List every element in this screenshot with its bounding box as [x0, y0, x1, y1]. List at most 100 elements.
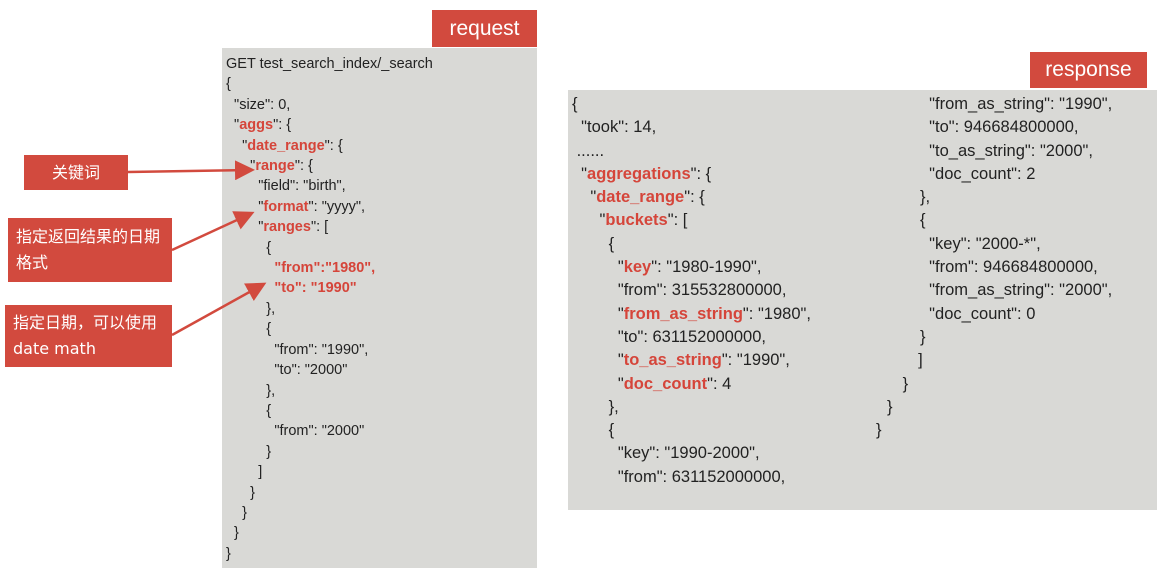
code-line: }: [226, 442, 433, 462]
code-text: {: [226, 76, 231, 93]
code-text: ": 4: [707, 374, 732, 393]
code-text: GET test_search_index/_search: [226, 56, 433, 72]
code-text: "doc_count": 0: [920, 304, 1036, 323]
code-line: "to": "2000": [226, 360, 433, 380]
code-line: },: [226, 381, 433, 401]
code-line: "key": "1990-2000",: [572, 442, 811, 465]
code-text: {: [572, 421, 615, 440]
request-label: request: [432, 10, 537, 47]
code-text: ": "1980-1990",: [651, 258, 762, 277]
code-text: "to_as_string": "2000",: [920, 141, 1093, 160]
code-line: "key": "2000-*",: [920, 233, 1112, 256]
code-text: },: [226, 300, 276, 317]
code-line: ......: [572, 140, 811, 163]
code-line: }: [226, 483, 433, 503]
code-text: {: [226, 402, 272, 419]
code-line: "size": 0,: [226, 95, 433, 115]
code-keyword: from_as_string: [623, 304, 743, 323]
code-text: ​ ]: [909, 351, 923, 370]
code-keyword: aggregations: [587, 164, 691, 183]
code-line: "from":"1980",: [226, 258, 433, 278]
code-text: ": [572, 351, 624, 370]
code-line: {: [226, 238, 433, 258]
code-line: {: [226, 319, 433, 339]
code-text: "from": 315532800000,: [572, 281, 787, 300]
code-line: "aggregations": {: [572, 163, 811, 186]
code-keyword: aggs: [239, 117, 274, 134]
code-line: "from": 946684800000,: [920, 256, 1112, 279]
code-line: },: [920, 186, 1112, 209]
code-keyword: range: [255, 158, 295, 175]
code-text: ​ }: [898, 374, 909, 393]
code-line: "ranges": [: [226, 217, 433, 237]
code-line: "to": 946684800000,: [920, 116, 1112, 139]
code-line: {: [572, 93, 811, 116]
code-text: },: [226, 382, 276, 399]
request-panel: [222, 48, 537, 568]
code-text: },: [572, 397, 619, 416]
code-text: }: [226, 545, 231, 562]
code-text: "doc_count": 2: [920, 164, 1036, 183]
code-text: },: [920, 188, 931, 207]
code-text: "took": 14,: [572, 118, 657, 137]
code-text: "size": 0,: [226, 96, 291, 113]
response-label: response: [1030, 52, 1147, 88]
code-line: {: [920, 209, 1112, 232]
code-line: ​ }: [903, 373, 1112, 396]
code-text: "from_as_string": "1990",: [920, 95, 1113, 113]
code-line: "to": 631152000000,: [572, 326, 811, 349]
code-text: ": "yyyy",: [308, 198, 366, 215]
code-text: }: [226, 484, 256, 501]
code-line: "to_as_string": "1990",: [572, 349, 811, 372]
code-text: ​}: [887, 397, 893, 416]
code-text: {: [226, 321, 272, 338]
code-text: "to": "2000": [226, 362, 348, 379]
code-line: {: [572, 419, 811, 442]
code-keyword: to_as_string: [623, 351, 722, 370]
code-text: ": [226, 198, 264, 215]
code-line: "from": 315532800000,: [572, 279, 811, 302]
code-text: ​}: [876, 421, 882, 440]
code-line: {: [226, 74, 433, 94]
code-line: }: [226, 503, 433, 523]
code-line: "from": 631152000000,: [572, 466, 811, 489]
code-line: GET test_search_index/_search: [226, 54, 433, 74]
code-text: {: [572, 95, 578, 113]
code-text: ": [572, 304, 624, 323]
code-line: "from_as_string": "2000",: [920, 279, 1112, 302]
code-text: "from_as_string": "2000",: [920, 281, 1113, 300]
code-text: "to": 946684800000,: [920, 118, 1079, 137]
code-text: }: [920, 327, 926, 346]
code-text: "from": "2000": [226, 423, 365, 440]
code-line: "aggs": {: [226, 115, 433, 135]
code-line: }: [226, 544, 433, 564]
code-line: }: [226, 523, 433, 543]
code-line: "to_as_string": "2000",: [920, 140, 1112, 163]
code-line: "buckets": [: [572, 209, 811, 232]
code-keyword: format: [263, 198, 309, 215]
code-text: ": [572, 258, 624, 277]
code-line: "doc_count": 0: [920, 303, 1112, 326]
callout-date-math: 指定日期，可以使用 date math: [5, 305, 172, 367]
code-line: "key": "1980-1990",: [572, 256, 811, 279]
code-text: ": [226, 117, 240, 134]
code-text: ": {: [294, 158, 313, 175]
code-text: }: [226, 525, 239, 542]
callout-format: 指定返回结果的日期格式: [8, 218, 172, 282]
code-text: ": [572, 374, 624, 393]
request-code: GET test_search_index/_search { "size": 0…: [226, 54, 433, 564]
code-text: }: [226, 504, 247, 521]
code-line: ​ ]: [918, 349, 1112, 372]
code-text: ]: [226, 464, 263, 481]
arrow-date-math: [171, 282, 267, 337]
code-line: "doc_count": 2: [920, 163, 1112, 186]
code-text: "from": 946684800000,: [920, 258, 1098, 277]
code-line: {: [572, 233, 811, 256]
code-text: ": [572, 164, 588, 183]
code-text: "key": "1990-2000",: [572, 444, 760, 463]
code-text: "key": "2000-*",: [920, 234, 1041, 253]
code-line: ]: [226, 462, 433, 482]
code-text: ": {: [273, 117, 292, 134]
code-line: },: [226, 299, 433, 319]
